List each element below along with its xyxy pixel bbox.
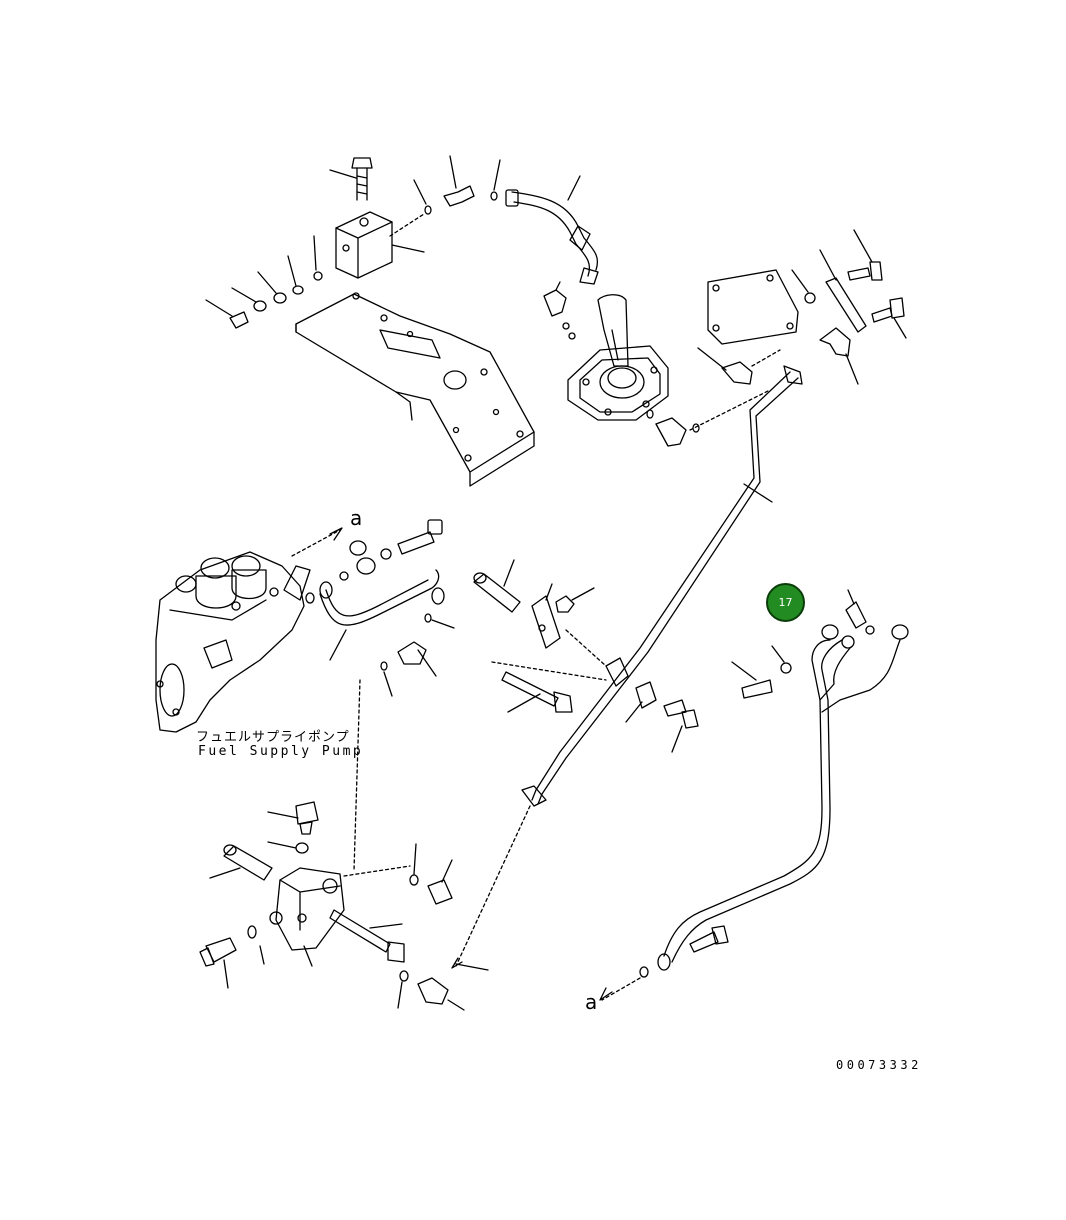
bolt-bottom — [267, 801, 319, 835]
junction-block — [335, 211, 425, 279]
fuel-supply-pump-label-jp: フュエルサプライポンプ — [196, 730, 350, 745]
bolt-middle-lower — [663, 699, 699, 753]
mount-plate-right — [707, 269, 799, 345]
clip-middle — [531, 583, 561, 649]
plugs-left — [205, 235, 323, 329]
bolt-right-lower — [871, 297, 907, 339]
hose-top — [505, 175, 599, 285]
reference-a-top: a — [350, 506, 363, 530]
fuel-supply-pump-label-en: Fuel Supply Pump — [198, 744, 364, 759]
nut-middle — [555, 587, 595, 613]
clamp-small-1 — [697, 347, 753, 385]
distribution-block — [269, 867, 345, 967]
spacer-tube — [473, 559, 521, 613]
fuel-supply-pump — [155, 551, 311, 733]
top-bolt — [329, 157, 373, 201]
plug-bottom — [427, 859, 453, 905]
part-callout-17[interactable]: 17 — [766, 583, 805, 622]
bolt-right-bottom — [689, 925, 729, 953]
adapter-fitting — [397, 641, 437, 677]
elbow-bottom — [417, 977, 465, 1011]
part-callout-number: 17 — [778, 596, 793, 609]
bolt-right-upper — [847, 229, 883, 281]
elbow-fitting-top — [443, 155, 475, 207]
reference-a-bottom: a — [585, 990, 598, 1014]
spacer-tube-bottom — [209, 844, 273, 881]
drawing-number: 00073332 — [836, 1058, 922, 1072]
sensor-plug — [199, 937, 237, 989]
bracket-plate — [295, 292, 535, 487]
priming-pump — [567, 294, 669, 421]
banjo-bolt-upper — [397, 519, 443, 555]
elbow-connector-upper — [543, 281, 576, 340]
clamp-mid — [605, 657, 629, 687]
fuel-pipe-pump — [319, 569, 445, 661]
long-bolt-bottom — [329, 909, 405, 963]
bolt-right-mid — [731, 661, 773, 699]
fuel-tube-long — [521, 365, 803, 807]
clamp-right — [819, 327, 859, 385]
return-pipe — [657, 624, 909, 971]
strap-right — [819, 249, 867, 333]
clip-right — [845, 589, 867, 629]
elbow-connector-lower — [655, 417, 687, 447]
long-bolt-middle — [501, 671, 573, 713]
clamp-middle-lower — [625, 681, 657, 723]
